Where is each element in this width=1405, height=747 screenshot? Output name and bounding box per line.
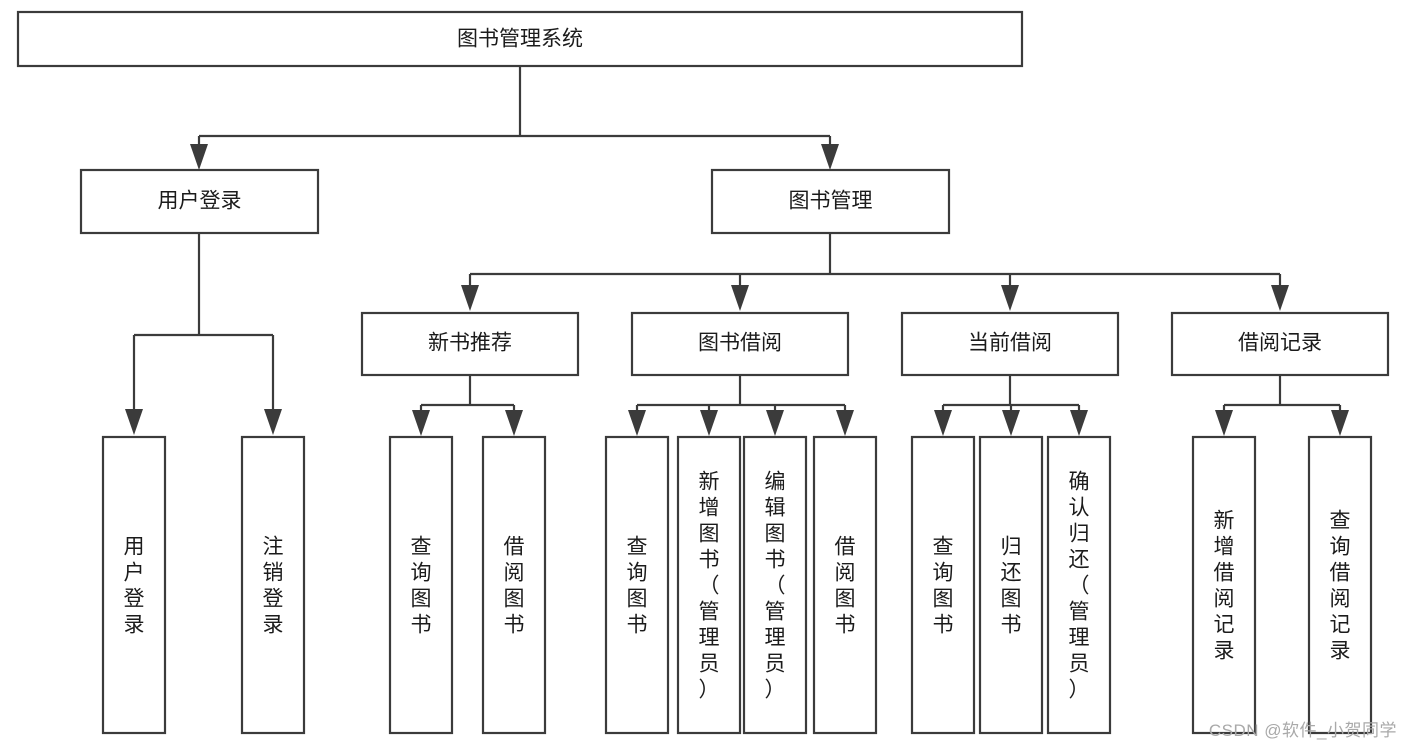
leaf-book-borrow-add-label: 新增图书（管理员） xyxy=(699,470,720,701)
leaf-borrow-record-query-label: 查询借阅记录 xyxy=(1330,509,1351,662)
node-borrow-record[interactable]: 借阅记录 xyxy=(1170,311,1390,377)
leaf-book-borrow-query[interactable]: 查询图书 xyxy=(604,435,670,735)
leaf-borrow-record-add[interactable]: 新增借阅记录 xyxy=(1191,435,1257,735)
node-current-borrow[interactable]: 当前借阅 xyxy=(900,311,1120,377)
node-new-book-recommend-label: 新书推荐 xyxy=(428,332,512,355)
leaf-book-borrow-add[interactable]: 新增图书（管理员） xyxy=(676,435,742,735)
leaf-borrow-record-query[interactable]: 查询借阅记录 xyxy=(1307,435,1373,735)
node-book-borrow-label: 图书借阅 xyxy=(698,332,782,355)
leaf-current-borrow-query[interactable]: 查询图书 xyxy=(910,435,976,735)
connector-current-borrow-to-leaves xyxy=(934,375,1088,436)
leaf-user-login-login-label: 用户登录 xyxy=(124,535,145,636)
connector-root-to-level2 xyxy=(190,66,839,170)
leaf-book-borrow-borrow[interactable]: 借阅图书 xyxy=(812,435,878,735)
leaf-borrow-record-add-label: 新增借阅记录 xyxy=(1214,509,1235,662)
connector-user-login-to-leaves xyxy=(125,233,282,435)
node-borrow-record-label: 借阅记录 xyxy=(1238,332,1322,355)
node-book-management[interactable]: 图书管理 xyxy=(710,168,951,235)
leaf-new-book-borrow[interactable]: 借阅图书 xyxy=(481,435,547,735)
leaf-user-login-logout[interactable]: 注销登录 xyxy=(240,435,306,735)
leaf-book-borrow-borrow-label: 借阅图书 xyxy=(835,535,856,636)
node-book-borrow[interactable]: 图书借阅 xyxy=(630,311,850,377)
leaf-current-borrow-confirm-label: 确认归还（管理员） xyxy=(1069,470,1090,701)
leaf-current-borrow-return-label: 归还图书 xyxy=(1001,535,1022,636)
connector-book-borrow-to-leaves xyxy=(628,375,854,436)
connector-new-book-recommend-to-leaves xyxy=(412,375,523,436)
node-new-book-recommend[interactable]: 新书推荐 xyxy=(360,311,580,377)
leaf-current-borrow-return[interactable]: 归还图书 xyxy=(978,435,1044,735)
node-user-login[interactable]: 用户登录 xyxy=(79,168,320,235)
leaf-book-borrow-edit-label: 编辑图书（管理员） xyxy=(765,470,786,701)
leaf-new-book-query[interactable]: 查询图书 xyxy=(388,435,454,735)
leaf-current-borrow-confirm[interactable]: 确认归还（管理员） xyxy=(1046,435,1112,735)
leaf-new-book-query-label: 查询图书 xyxy=(411,535,432,636)
node-user-login-label: 用户登录 xyxy=(158,190,242,213)
leaf-current-borrow-query-label: 查询图书 xyxy=(933,535,954,636)
node-book-management-label: 图书管理 xyxy=(789,190,873,213)
node-root-label: 图书管理系统 xyxy=(457,28,583,51)
leaf-user-login-logout-label: 注销登录 xyxy=(263,535,284,636)
leaf-new-book-borrow-label: 借阅图书 xyxy=(504,535,525,636)
leaf-book-borrow-query-label: 查询图书 xyxy=(627,535,648,636)
connector-book-management-to-level3 xyxy=(461,233,1289,311)
connector-borrow-record-to-leaves xyxy=(1215,375,1349,436)
node-current-borrow-label: 当前借阅 xyxy=(968,332,1052,355)
node-root[interactable]: 图书管理系统 xyxy=(16,10,1024,68)
leaf-user-login-login[interactable]: 用户登录 xyxy=(101,435,167,735)
leaf-book-borrow-edit[interactable]: 编辑图书（管理员） xyxy=(742,435,808,735)
